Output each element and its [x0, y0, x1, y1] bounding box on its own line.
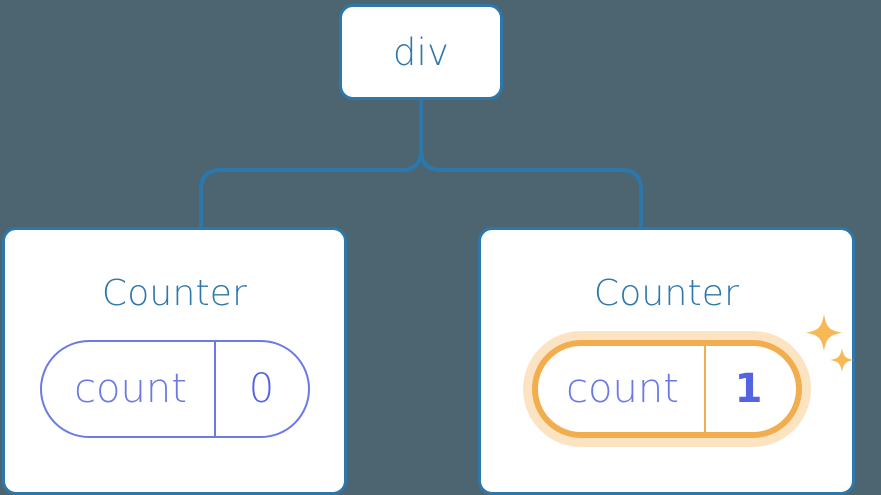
sparkles-icon [805, 314, 854, 372]
connector-stem-left [199, 98, 423, 229]
state-key-left: count [42, 342, 216, 436]
node-div-label: div [392, 30, 450, 74]
state-key-right: count [538, 346, 706, 432]
sparkle-small-icon [829, 348, 854, 372]
state-value-right: 1 [734, 366, 763, 412]
node-div[interactable]: div [339, 4, 503, 100]
state-value-left: 0 [248, 366, 275, 412]
state-pill-left-wrap: count 0 [39, 340, 310, 438]
connector-stem-right [419, 98, 643, 229]
state-pill-right-wrap: count 1 [531, 314, 854, 438]
node-counter-left-label: Counter [101, 273, 248, 314]
node-counter-right-label: Counter [593, 273, 740, 314]
state-pill-left[interactable]: count 0 [39, 340, 310, 438]
sparkle-large-icon [805, 314, 842, 351]
node-counter-right[interactable]: Counter count 1 [478, 227, 855, 495]
state-pill-right[interactable]: count 1 [531, 340, 802, 438]
node-counter-left[interactable]: Counter count 0 [2, 227, 347, 495]
